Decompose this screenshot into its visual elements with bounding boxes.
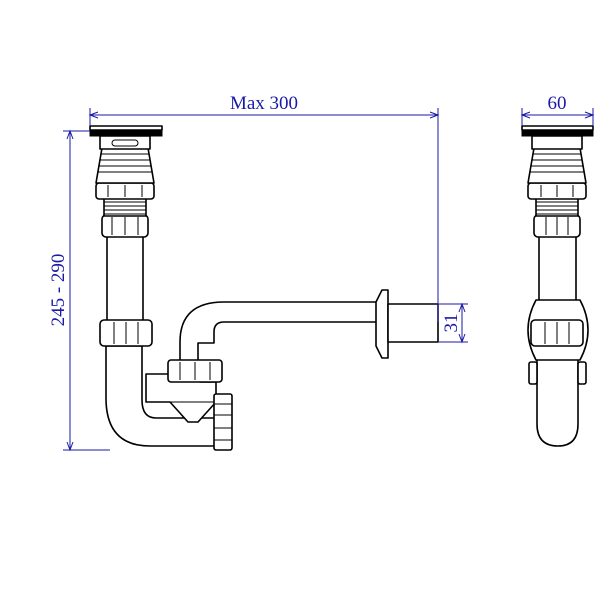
side-view — [521, 125, 594, 447]
side-strainer-neck — [531, 135, 583, 150]
bottom-cap — [213, 393, 233, 451]
side-threaded-section — [535, 197, 579, 217]
strainer-plate — [89, 129, 163, 137]
overflow-slot — [111, 139, 139, 147]
strainer-neck — [99, 135, 151, 150]
side-cap-right — [577, 361, 587, 385]
height-dimension-label: 245 - 290 — [48, 254, 69, 327]
threaded-section — [103, 197, 147, 217]
outlet-pipe — [179, 301, 379, 363]
outlet-pipe-end — [387, 303, 439, 343]
wall-rosette — [375, 289, 389, 359]
vertical-tube — [106, 235, 144, 327]
width-dimension-label: Max 300 — [230, 93, 298, 114]
side-bend — [536, 335, 579, 447]
strainer-top — [89, 125, 163, 131]
outlet-dimension-label: 31 — [441, 314, 462, 333]
front-view — [89, 125, 439, 451]
side-cap-left — [528, 361, 538, 385]
side-width-dimension-label: 60 — [548, 93, 567, 114]
dimension-lines: Max 300 60 245 - 290 31 — [48, 93, 595, 452]
side-strainer-plate — [521, 129, 594, 137]
side-strainer-top — [521, 125, 594, 131]
